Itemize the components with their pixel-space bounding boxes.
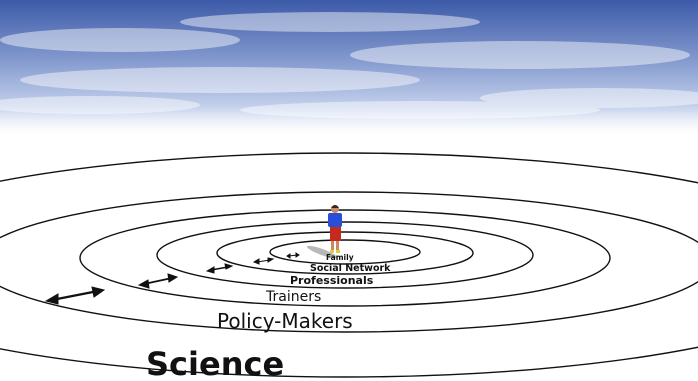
label-family: Family: [326, 253, 354, 262]
label-policy-makers: Policy-Makers: [217, 309, 353, 333]
person-legs: [336, 240, 339, 251]
person-shorts: [330, 226, 341, 241]
person-shoes: [336, 250, 340, 253]
label-science: Science: [146, 345, 284, 381]
person-legs: [331, 240, 334, 251]
person-hair: [331, 205, 339, 208]
horizon-haze: [0, 105, 698, 150]
person-shadow: [306, 245, 338, 259]
person-shoes: [330, 250, 334, 253]
rings: [0, 152, 698, 378]
ring-science: [0, 152, 698, 378]
ring-trainers: [79, 209, 611, 307]
double-arrow-icon: [286, 252, 300, 259]
ring-policy-makers: [0, 191, 698, 333]
ring-family: [269, 239, 421, 265]
influence-arrows: [44, 252, 300, 305]
label-social-network: Social Network: [310, 263, 391, 274]
double-arrow-icon: [137, 273, 179, 289]
double-arrow-icon: [205, 263, 234, 274]
person-figure: [306, 205, 342, 259]
label-trainers: Trainers: [265, 289, 321, 305]
person-shirt: [328, 213, 342, 227]
label-professionals: Professionals: [290, 274, 374, 287]
ring-professionals: [156, 221, 534, 289]
ring-social-network: [216, 231, 474, 275]
double-arrow-icon: [44, 286, 106, 305]
double-arrow-icon: [252, 257, 275, 265]
